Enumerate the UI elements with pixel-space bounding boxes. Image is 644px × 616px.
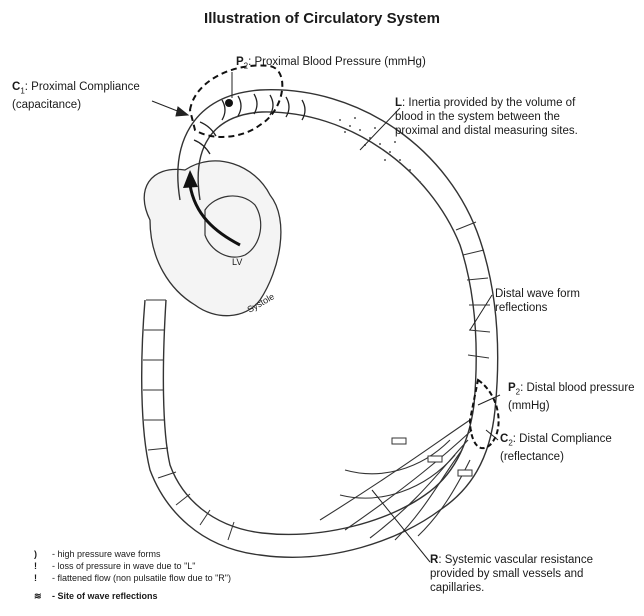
legend-row: ! - flattened flow (non pulsatile flow d…: [34, 572, 364, 584]
c1-text: : Proximal Compliance (capacitance): [12, 81, 140, 111]
l-letter: L: [395, 97, 402, 109]
p2-letter: P: [508, 382, 516, 394]
p1-letter: P: [236, 56, 244, 68]
label-resistance: R: Systemic vascular resistance provided…: [430, 553, 620, 595]
label-lv: LV: [232, 255, 242, 269]
legend-symbol: !: [34, 560, 46, 572]
reflection-markers: [392, 438, 472, 476]
legend-row: ! - loss of pressure in wave due to "L": [34, 560, 364, 572]
legend-symbol: ): [34, 548, 46, 560]
p2-text: : Distal blood pressure (mmHg): [508, 382, 635, 412]
p1-text: : Proximal Blood Pressure (mmHg): [248, 56, 426, 68]
proximal-compliance-region: [190, 65, 282, 137]
legend-symbol: !: [34, 572, 46, 584]
high-pressure-waves: [194, 94, 305, 154]
legend-text: - Site of wave reflections: [52, 590, 158, 602]
legend-symbol: ≋: [34, 590, 46, 602]
legend-text: - flattened flow (non pulsatile flow due…: [52, 572, 231, 584]
legend-text: - high pressure wave forms: [52, 548, 161, 560]
aorta-outer: [142, 90, 498, 558]
heart-shape: [144, 161, 281, 316]
legend-row: ) - high pressure wave forms: [34, 548, 364, 560]
r-text: : Systemic vascular resistance provided …: [430, 554, 593, 594]
label-distal-wave: Distal wave form reflections: [495, 287, 595, 315]
c2-text: : Distal Compliance (reflectance): [500, 433, 612, 463]
proximal-pressure-point: [225, 99, 233, 107]
label-inertia: L: Inertia provided by the volume of blo…: [395, 96, 585, 138]
label-distal-pressure: P2: Distal blood pressure (mmHg): [508, 381, 638, 413]
legend-text: - loss of pressure in wave due to "L": [52, 560, 195, 572]
label-distal-compliance: C2: Distal Compliance (reflectance): [500, 432, 642, 464]
legend-row: ≋ - Site of wave reflections: [34, 590, 364, 602]
legend: ) - high pressure wave forms ! - loss of…: [34, 548, 364, 602]
label-proximal-pressure: P2: Proximal Blood Pressure (mmHg): [236, 55, 496, 73]
l-text: : Inertia provided by the volume of bloo…: [395, 97, 578, 137]
label-proximal-compliance: C1: Proximal Compliance (capacitance): [12, 80, 182, 112]
